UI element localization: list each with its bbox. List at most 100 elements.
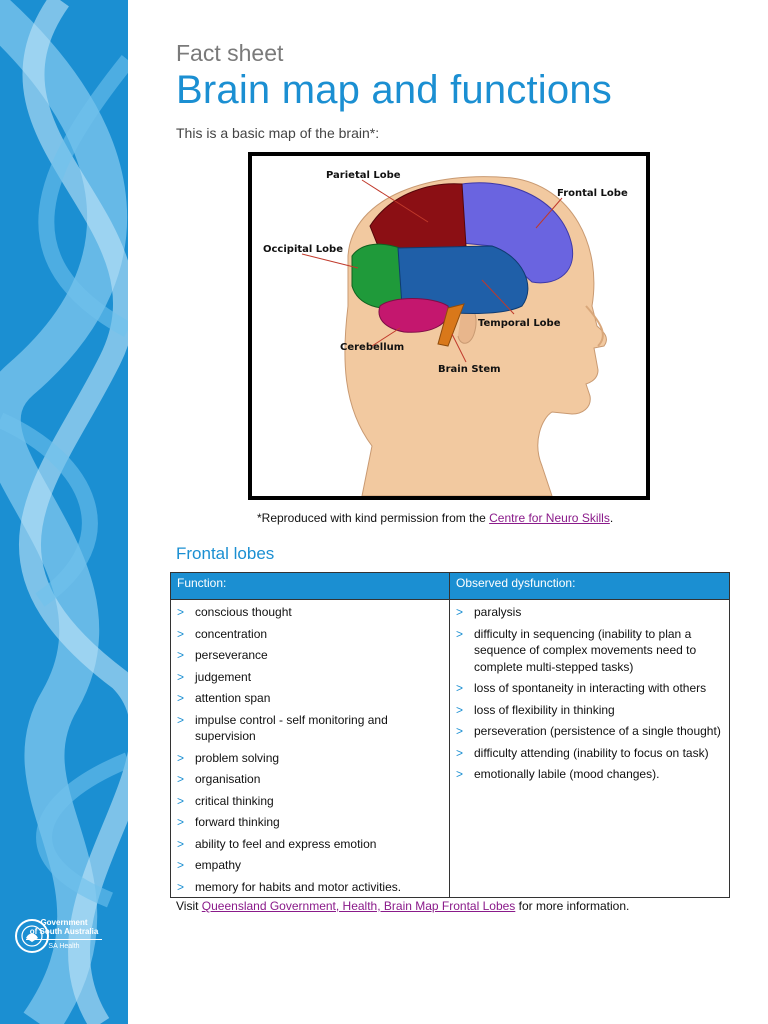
list-item-text: forward thinking <box>195 815 280 829</box>
list-item-text: judgement <box>195 669 252 684</box>
list-item-text: emotionally labile (mood changes). <box>474 767 660 781</box>
list-item: > ability to feel and express emotion <box>177 836 443 853</box>
chevron-right-icon: > <box>177 879 185 894</box>
list-item: > difficulty attending (inability to focu… <box>456 745 723 762</box>
functions-column: > conscious thought > concentration > perseve… <box>171 600 450 897</box>
list-item: > forward thinking <box>177 814 443 831</box>
logo-sa-health: SA Health <box>48 943 80 950</box>
functions-list: > conscious thought > concentration > perseve… <box>177 604 443 895</box>
chevron-right-icon: > <box>177 793 185 808</box>
caption-prefix: *Reproduced with kind permission from th… <box>257 511 490 525</box>
label-temporal: Temporal Lobe <box>478 318 561 329</box>
list-item-text: difficulty in sequencing (inability to p… <box>474 626 697 674</box>
crest-icon <box>15 919 49 953</box>
list-item-text: loss of flexibility in thinking <box>474 702 615 717</box>
list-item-text: empathy <box>195 858 242 872</box>
list-item: > difficulty in sequencing (inability to … <box>456 626 723 676</box>
logo-government: Government <box>40 918 88 927</box>
list-item: > memory for habits and motor activities. <box>177 879 443 896</box>
table-header-row: Function: Observed dysfunction: <box>171 573 729 600</box>
label-occipital: Occipital Lobe <box>263 244 343 255</box>
list-item: > concentration <box>177 626 443 643</box>
chevron-right-icon: > <box>177 836 185 851</box>
list-item-text: perseveration (persistence of a single t… <box>474 724 721 738</box>
ribbon-decoration <box>0 0 128 1024</box>
label-brain-stem: Brain Stem <box>438 364 501 375</box>
list-item: > conscious thought <box>177 604 443 621</box>
label-parietal: Parietal Lobe <box>326 170 401 181</box>
parietal-lobe-shape <box>369 183 467 257</box>
list-item: > loss of spontaneity in interacting with… <box>456 680 723 697</box>
list-item-text: concentration <box>195 626 268 641</box>
list-item-text: problem solving <box>195 750 280 765</box>
list-item: > empathy <box>177 857 443 874</box>
centre-for-neuro-skills-link[interactable]: Centre for Neuro Skills <box>489 511 610 525</box>
chevron-right-icon: > <box>177 691 185 705</box>
chevron-right-icon: > <box>456 605 464 619</box>
list-item-text: impulse control - self monitoring and su… <box>195 712 388 744</box>
chevron-right-icon: > <box>456 767 464 781</box>
caption-suffix: . <box>609 511 614 525</box>
list-item: > paralysis <box>456 604 723 621</box>
footer-note: Visit Queensland Government, Health, Bra… <box>176 899 629 913</box>
fact-sheet-kicker: Fact sheet <box>176 40 284 66</box>
list-item: > emotionally labile (mood changes). <box>456 766 723 783</box>
list-item-text: critical thinking <box>195 793 274 808</box>
section-heading-frontal-lobes: Frontal lobes <box>176 544 275 563</box>
sa-health-logo: Government of South Australia SA Health <box>14 918 114 953</box>
list-item-text: loss of spontaneity in interacting with … <box>474 681 707 695</box>
list-item-text: difficulty attending (inability to focus… <box>474 745 709 760</box>
frontal-lobe-shape <box>451 182 574 284</box>
brain-illustration: Parietal Lobe Frontal Lobe Occipital Lob… <box>263 170 628 496</box>
chevron-right-icon: > <box>456 681 464 695</box>
table-body: > conscious thought > concentration > perseve… <box>171 600 729 897</box>
list-item-text: perseverance <box>195 648 268 662</box>
intro-text: This is a basic map of the brain*: <box>176 125 380 141</box>
chevron-right-icon: > <box>456 626 464 641</box>
header-function: Function: <box>171 573 450 599</box>
list-item: > judgement <box>177 669 443 686</box>
list-item: > organisation <box>177 771 443 788</box>
queensland-health-link[interactable]: Queensland Government, Health, Brain Map… <box>201 899 516 913</box>
list-item: > loss of flexibility in thinking <box>456 702 723 719</box>
logo-divider <box>26 939 102 940</box>
list-item-text: ability to feel and express emotion <box>195 836 377 851</box>
list-item-text: conscious thought <box>195 605 292 619</box>
chevron-right-icon: > <box>177 626 185 641</box>
brain-map-figure: Parietal Lobe Frontal Lobe Occipital Lob… <box>248 152 650 500</box>
chevron-right-icon: > <box>456 702 464 717</box>
logo-south-australia: of South Australia <box>29 927 99 936</box>
chevron-right-icon: > <box>177 750 185 765</box>
brain-stem-shape <box>437 303 465 347</box>
page-title: Brain map and functions <box>176 68 612 112</box>
list-item: > perseverance <box>177 647 443 664</box>
chevron-right-icon: > <box>177 669 185 684</box>
list-item-text: attention span <box>195 691 271 705</box>
dysfunctions-list: > paralysis > difficulty in sequencing (ina… <box>456 604 723 783</box>
chevron-right-icon: > <box>177 605 185 619</box>
list-item: > impulse control - self monitoring and s… <box>177 712 443 745</box>
list-item-text: paralysis <box>474 605 522 619</box>
chevron-right-icon: > <box>177 815 185 829</box>
chevron-right-icon: > <box>177 712 185 727</box>
cerebellum-shape <box>378 298 449 333</box>
chevron-right-icon: > <box>177 858 185 872</box>
chevron-right-icon: > <box>177 648 185 662</box>
list-item: > attention span <box>177 690 443 707</box>
occipital-lobe-shape <box>351 243 403 309</box>
chevron-right-icon: > <box>456 745 464 760</box>
list-item-text: organisation <box>195 772 261 786</box>
list-item-text: memory for habits and motor activities. <box>195 879 402 894</box>
side-band: Government of South Australia SA Health <box>0 0 128 1024</box>
label-cerebellum: Cerebellum <box>340 342 404 353</box>
figure-caption: *Reproduced with kind permission from th… <box>257 511 613 525</box>
chevron-right-icon: > <box>177 772 185 786</box>
footer-suffix: for more information. <box>515 899 630 913</box>
dysfunctions-column: > paralysis > difficulty in sequencing (ina… <box>450 600 729 897</box>
label-frontal: Frontal Lobe <box>557 188 628 199</box>
frontal-lobes-table: Function: Observed dysfunction: > conscio… <box>170 572 730 898</box>
list-item: > problem solving <box>177 750 443 767</box>
list-item: > critical thinking <box>177 793 443 810</box>
chevron-right-icon: > <box>456 724 464 738</box>
header-dysfunction: Observed dysfunction: <box>456 576 576 590</box>
